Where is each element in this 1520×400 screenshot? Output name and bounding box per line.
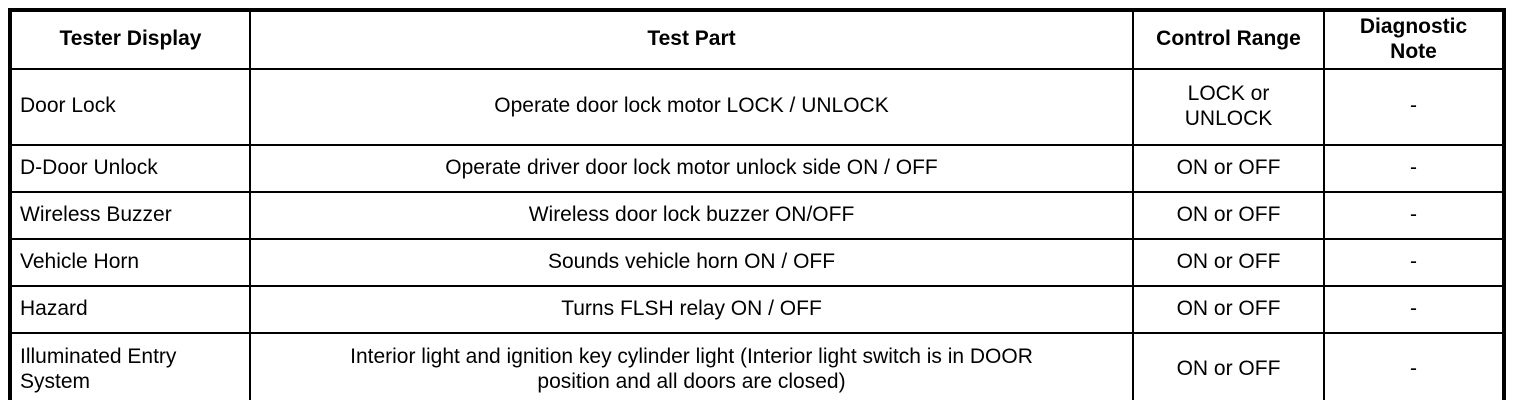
cell-test-part-line2: position and all doors are closed) (537, 369, 846, 393)
cell-tester-display-line1: Illuminated Entry (20, 344, 177, 368)
table-row: Wireless Buzzer Wireless door lock buzze… (9, 190, 1505, 240)
cell-test-part: Turns FLSH relay ON / OFF (249, 284, 1134, 334)
cell-control-range: ON or OFF (1132, 143, 1325, 193)
cell-control-range: ON or OFF (1132, 237, 1325, 287)
column-header-diagnostic-note: Diagnostic Note (1323, 9, 1505, 70)
cell-tester-display: Vehicle Horn (9, 237, 251, 287)
table-row: Hazard Turns FLSH relay ON / OFF ON or O… (9, 284, 1505, 334)
cell-control-range: ON or OFF (1132, 190, 1325, 240)
cell-test-part-line1: Interior light and ignition key cylinder… (350, 344, 1033, 368)
column-header-test-part: Test Part (249, 9, 1134, 70)
table-row: Door Lock Operate door lock motor LOCK /… (9, 67, 1505, 146)
cell-tester-display: D-Door Unlock (9, 143, 251, 193)
cell-diagnostic-note: - (1323, 67, 1505, 146)
column-header-tester-display: Tester Display (9, 9, 251, 70)
cell-control-range: ON or OFF (1132, 284, 1325, 334)
table-body: Door Lock Operate door lock motor LOCK /… (9, 67, 1505, 400)
cell-diagnostic-note: - (1323, 143, 1505, 193)
cell-diagnostic-note: - (1323, 237, 1505, 287)
column-header-diagnostic-note-line2: Note (1390, 39, 1437, 63)
active-test-table: Tester Display Test Part Control Range D… (8, 8, 1506, 400)
column-header-control-range: Control Range (1132, 9, 1325, 70)
table-header-row: Tester Display Test Part Control Range D… (9, 9, 1505, 70)
cell-control-range-line1: LOCK or (1187, 81, 1270, 105)
cell-test-part: Interior light and ignition key cylinder… (249, 331, 1134, 400)
cell-diagnostic-note: - (1323, 190, 1505, 240)
cell-test-part: Operate door lock motor LOCK / UNLOCK (249, 67, 1134, 146)
cell-tester-display-line2: System (20, 369, 91, 393)
table-row: Illuminated Entry System Interior light … (9, 331, 1505, 400)
cell-control-range: ON or OFF (1132, 331, 1325, 400)
cell-tester-display: Hazard (9, 284, 251, 334)
table-row: Vehicle Horn Sounds vehicle horn ON / OF… (9, 237, 1505, 287)
cell-tester-display: Door Lock (9, 67, 251, 146)
table-header: Tester Display Test Part Control Range D… (9, 9, 1505, 70)
column-header-diagnostic-note-line1: Diagnostic (1359, 15, 1468, 38)
cell-tester-display: Wireless Buzzer (9, 190, 251, 240)
cell-test-part: Sounds vehicle horn ON / OFF (249, 237, 1134, 287)
cell-control-range-line2: UNLOCK (1184, 106, 1273, 130)
cell-diagnostic-note: - (1323, 284, 1505, 334)
cell-test-part: Operate driver door lock motor unlock si… (249, 143, 1134, 193)
cell-test-part: Wireless door lock buzzer ON/OFF (249, 190, 1134, 240)
cell-control-range: LOCK or UNLOCK (1132, 67, 1325, 146)
cell-tester-display: Illuminated Entry System (9, 331, 251, 400)
cell-diagnostic-note: - (1323, 331, 1505, 400)
table-row: D-Door Unlock Operate driver door lock m… (9, 143, 1505, 193)
